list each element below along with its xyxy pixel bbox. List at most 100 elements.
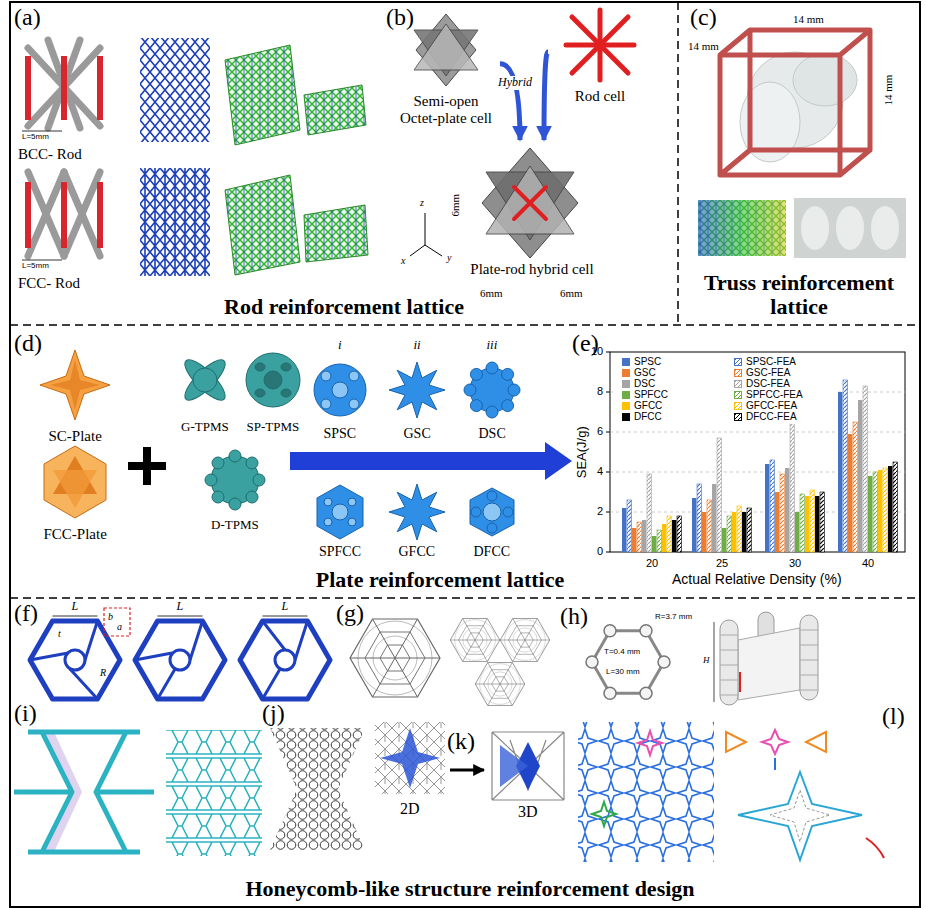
bar xyxy=(878,470,882,552)
bar xyxy=(858,400,862,552)
figure-label: a xyxy=(117,621,122,632)
legend-swatch xyxy=(622,358,630,366)
figure-frame xyxy=(10,2,920,907)
hatched-bar xyxy=(737,506,741,552)
panel-letter: (h) xyxy=(560,603,588,630)
figure-label: FCC-Plate xyxy=(44,526,107,543)
tpms-shapes xyxy=(180,353,300,510)
dimension-label: R=3.7 mm xyxy=(655,613,692,622)
dimension-label: L=5mm xyxy=(22,133,49,142)
legend-swatch xyxy=(622,380,630,388)
figure-label: 2D xyxy=(400,800,420,818)
hatched-bar xyxy=(780,474,784,552)
figure-label: L xyxy=(282,600,289,613)
cell-figure: Rod cell xyxy=(548,4,652,110)
figure-label: x xyxy=(401,255,405,266)
bar xyxy=(712,484,716,552)
circle-node-hexagon xyxy=(586,625,670,699)
dimension-label: L=30 mm xyxy=(606,668,640,677)
figure-label: Actual Relative Density (%) xyxy=(672,572,842,588)
hatched-bar xyxy=(677,516,681,552)
bar xyxy=(805,496,809,552)
bar xyxy=(775,492,779,552)
bar xyxy=(888,466,892,552)
figure-label: R xyxy=(100,667,106,678)
figure-label: SPSC xyxy=(324,426,357,442)
legend-text: SPSC xyxy=(634,356,661,367)
figure-label: GFCC xyxy=(399,544,436,560)
cell-figure: Plate-rod hybrid cell xyxy=(456,140,608,283)
axis-tick: 40 xyxy=(862,557,874,569)
process-arrow xyxy=(290,442,572,480)
bar xyxy=(868,476,872,552)
panel-letter: (c) xyxy=(690,4,717,31)
panel-letter: (g) xyxy=(336,600,364,627)
truss-cube xyxy=(720,30,870,175)
hybrid-cell-illustration xyxy=(482,148,578,258)
panel-letter: (k) xyxy=(447,728,475,755)
legend-text: GSC xyxy=(634,367,656,378)
legend-text: DSC-FEA xyxy=(746,378,790,389)
legend-ground xyxy=(616,354,836,424)
hatched-swatch xyxy=(734,391,742,399)
hatched-bar xyxy=(873,472,877,552)
star-assembly xyxy=(726,730,884,860)
bar xyxy=(632,528,636,552)
bar xyxy=(622,508,626,552)
hatched-bar xyxy=(647,474,651,552)
figure-label: DFCC xyxy=(474,544,511,560)
hatched-bar xyxy=(637,522,641,552)
figure-label: SP-TPMS xyxy=(247,420,300,435)
hybrid-arrow xyxy=(500,64,520,140)
axis-tick: 6 xyxy=(597,425,603,437)
hatched-swatch xyxy=(734,358,742,366)
transition-arrow xyxy=(450,769,484,772)
axis-tick: 0 xyxy=(597,545,603,557)
axis-tick: 8 xyxy=(597,385,603,397)
cylinder-honeycomb-3d xyxy=(714,612,818,705)
figure-label: z xyxy=(420,197,424,208)
dimension-label: 14 mm xyxy=(793,13,824,25)
truss-results xyxy=(698,198,906,258)
panel-letter: (j) xyxy=(262,700,285,727)
star-lattice xyxy=(578,722,714,862)
fcc-plate xyxy=(44,446,106,518)
dimension-label: 6mm xyxy=(449,194,461,217)
figure-label: y xyxy=(447,252,451,263)
legend-swatch xyxy=(622,413,630,421)
figure-label: H xyxy=(703,655,710,665)
circle-hourglass xyxy=(270,728,365,850)
panel-letter: (i) xyxy=(14,700,37,727)
figure-label: GSC xyxy=(404,426,431,442)
bar xyxy=(672,520,676,552)
panel-title: Honeycomb-like structure reinforcement d… xyxy=(245,877,694,902)
hatched-bar xyxy=(853,422,857,552)
bcc-rod-cell xyxy=(22,40,100,131)
lattice-views xyxy=(140,38,368,276)
legend-swatch xyxy=(622,391,630,399)
hatched-bar xyxy=(843,380,847,552)
panel-title: Plate reinforcement lattice xyxy=(316,568,564,593)
dimension-label: 6mm xyxy=(560,287,583,299)
bar xyxy=(795,512,799,552)
bar xyxy=(722,528,726,552)
hatched-swatch xyxy=(734,402,742,410)
legend-text: GSC-FEA xyxy=(746,367,790,378)
legend-text: GFCC-FEA xyxy=(746,400,797,411)
legend-text: DFCC-FEA xyxy=(746,411,797,422)
bar xyxy=(838,392,842,552)
bar xyxy=(652,536,656,552)
hatched-bar xyxy=(820,492,824,552)
hatched-bar xyxy=(810,490,814,552)
edge-label: Hybrid xyxy=(496,76,534,89)
reentrant-cell xyxy=(14,732,154,852)
pattern-2d xyxy=(375,722,445,794)
figure-label: 3D xyxy=(518,803,538,821)
detail-box xyxy=(104,608,130,636)
hatched-bar xyxy=(770,460,774,552)
hatched-bar xyxy=(893,462,897,552)
dimension-label: 6mm xyxy=(480,287,503,299)
legend-text: DFCC xyxy=(634,411,662,422)
panel-title: Rod reinforcement lattice xyxy=(224,295,464,320)
